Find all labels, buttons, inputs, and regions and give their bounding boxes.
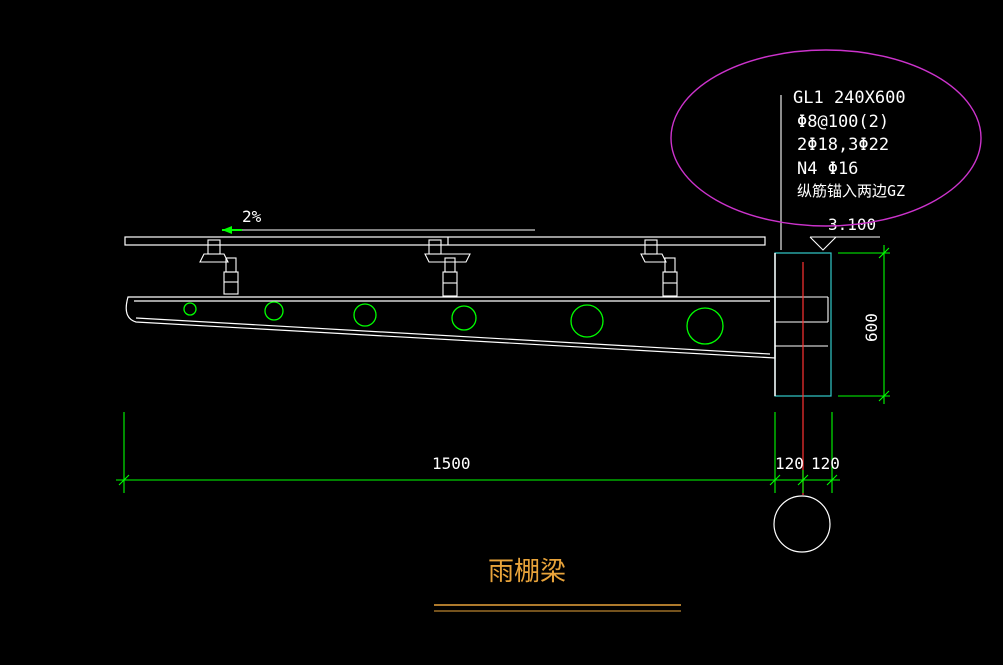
drawing-title: 雨棚梁 <box>488 557 566 587</box>
main-bars-spec: 2Φ18,3Φ22 <box>797 135 889 155</box>
height-dimension-label: 600 <box>862 313 881 342</box>
left-offset-label: 120 <box>775 454 804 473</box>
right-offset-label: 120 <box>811 454 840 473</box>
bracket-group <box>199 239 678 297</box>
slope-arrow: 2% <box>222 207 535 234</box>
column-section <box>774 252 832 495</box>
opening-4 <box>451 305 477 331</box>
bracket-2 <box>424 239 471 297</box>
beam-annotation: GL1 240X600 Φ8@100(2) 2Φ18,3Φ22 N4 Φ16 纵… <box>793 88 906 200</box>
highlight-ellipse <box>670 49 982 227</box>
opening-1 <box>183 302 197 316</box>
axis-bubble <box>773 495 831 553</box>
bracket-3 <box>640 239 678 297</box>
opening-3 <box>353 303 377 327</box>
beam-id: GL1 240X600 <box>793 88 906 108</box>
elevation-marker: 3.100 <box>809 215 880 251</box>
height-dimension <box>838 245 890 404</box>
opening-2 <box>264 301 284 321</box>
canopy-slab <box>124 236 766 246</box>
span-dimension-label: 1500 <box>432 454 471 473</box>
cantilever-beam <box>125 296 776 359</box>
opening-6 <box>686 307 724 345</box>
anchor-note: 纵筋锚入两边GZ <box>797 182 905 200</box>
stirrup-spec: Φ8@100(2) <box>797 112 889 132</box>
beam-openings <box>183 301 724 345</box>
side-bars-spec: N4 Φ16 <box>797 159 858 179</box>
bracket-1 <box>199 239 239 295</box>
span-dimension <box>116 412 840 493</box>
slope-label: 2% <box>242 207 262 226</box>
opening-5 <box>570 304 604 338</box>
